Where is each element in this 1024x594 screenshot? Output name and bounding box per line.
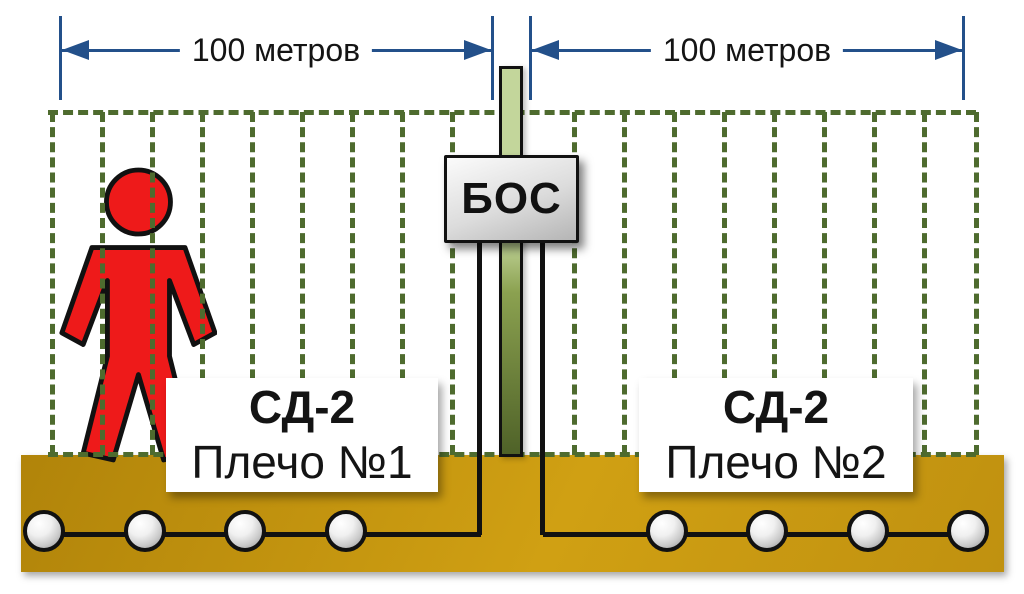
fence-dash-line: [772, 112, 777, 455]
dimension-tick: [491, 16, 494, 100]
fence-dash-line: [300, 112, 305, 455]
fence-dash-line: [150, 112, 155, 455]
fence-dash-line: [672, 112, 677, 455]
fence-dash-line: [250, 112, 255, 455]
fence-dash-line: [572, 112, 577, 455]
cable-right-vertical: [540, 242, 545, 535]
arrow-right-icon: [935, 40, 962, 60]
zone-left-system: СД-2: [248, 381, 356, 433]
arrow-left-icon: [62, 40, 89, 60]
dimension-tick: [529, 16, 532, 100]
seismic-sensor-node: [224, 510, 266, 552]
seismic-sensor-node: [847, 510, 889, 552]
seismic-sensor-node: [646, 510, 688, 552]
zone-label-left: СД-2 Плечо №1: [166, 378, 438, 492]
seismic-sensor-node: [23, 510, 65, 552]
zone-label-right: СД-2 Плечо №2: [639, 378, 913, 492]
seismic-sensor-node: [746, 510, 788, 552]
fence-dash-line: [200, 112, 205, 455]
fence-dash-line: [974, 112, 979, 455]
zone-right-system: СД-2: [722, 381, 830, 433]
fence-dash-line: [822, 112, 827, 455]
fence-dash-line: [100, 112, 105, 455]
seismic-sensor-node: [947, 510, 989, 552]
seismic-sensor-node: [124, 510, 166, 552]
cable-left-vertical: [477, 242, 482, 535]
bos-label: БОС: [461, 174, 562, 223]
fence-dash-line: [400, 112, 405, 455]
dimension-tick: [962, 16, 965, 100]
dimension-label-right: 100 метров: [650, 29, 844, 71]
antenna-pole: [499, 66, 523, 457]
arrow-left-icon: [532, 40, 559, 60]
dimension-tick: [59, 16, 62, 100]
fence-dash-line: [350, 112, 355, 455]
fence-dash-line: [722, 112, 727, 455]
dimension-label-left: 100 метров: [179, 29, 373, 71]
arrow-right-icon: [464, 40, 491, 60]
bos-unit: БОС: [444, 155, 579, 243]
fence-dash-line: [50, 112, 55, 455]
zone-left-branch: Плечо №1: [191, 436, 413, 488]
fence-dash-line: [622, 112, 627, 455]
fence-dash-line: [872, 112, 877, 455]
seismic-sensor-node: [325, 510, 367, 552]
zone-right-branch: Плечо №2: [665, 436, 887, 488]
fence-dash-line: [922, 112, 927, 455]
fence-dash-line: [450, 112, 455, 455]
